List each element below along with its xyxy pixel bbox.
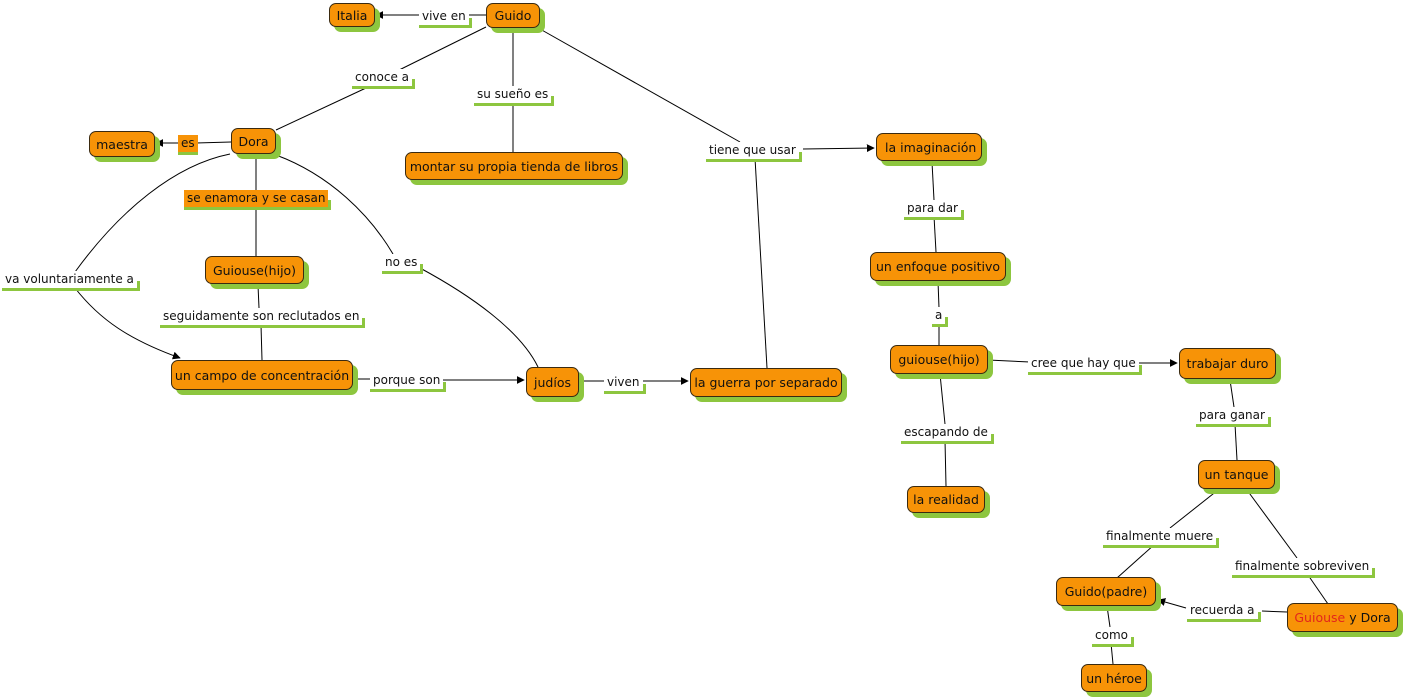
- link-a[interactable]: a: [932, 307, 949, 327]
- node-enfoque[interactable]: un enfoque positivo: [870, 252, 1006, 281]
- link-viven[interactable]: viven: [604, 374, 646, 394]
- node-guiouse-dora[interactable]: Guiouse y Dora: [1287, 603, 1398, 632]
- link-conoce-a[interactable]: conoce a: [352, 69, 416, 89]
- node-guerra[interactable]: la guerra por separado: [690, 368, 842, 397]
- edge-paraganar-tanque: [1234, 423, 1238, 461]
- edge-dora-noes: [275, 154, 394, 255]
- link-tiene-que-usar[interactable]: tiene que usar: [706, 142, 802, 162]
- link-vive-en[interactable]: vive en: [419, 8, 472, 28]
- edge-hijo-seguidamente: [257, 284, 260, 309]
- link-es[interactable]: es: [178, 135, 198, 155]
- link-como[interactable]: como: [1092, 627, 1134, 647]
- edge-guido-conoce: [384, 26, 487, 78]
- y-dora-text: y Dora: [1345, 610, 1391, 625]
- node-maestra[interactable]: maestra: [89, 131, 155, 157]
- edge-tiene-imaginacion: [802, 144, 875, 153]
- link-para-dar[interactable]: para dar: [904, 200, 964, 220]
- link-para-ganar[interactable]: para ganar: [1196, 407, 1271, 427]
- edge-guiouse-escapando: [939, 373, 946, 425]
- edge-sobreviven-guiousedora: [1307, 574, 1329, 605]
- link-seguidamente[interactable]: seguidamente son reclutados en: [160, 308, 366, 328]
- link-cree-que[interactable]: cree que hay que: [1028, 355, 1142, 375]
- node-tienda[interactable]: montar su propia tienda de libros: [405, 152, 623, 180]
- guiouse-name: Guiouse: [1294, 610, 1346, 625]
- node-guido[interactable]: Guido: [486, 3, 540, 28]
- link-finalmente-sobreviven[interactable]: finalmente sobreviven: [1232, 558, 1376, 578]
- node-tanque[interactable]: un tanque: [1198, 460, 1275, 489]
- node-realidad[interactable]: la realidad: [907, 486, 985, 513]
- edge-voluntariamente-campo: [74, 287, 181, 360]
- edge-dora-es: [195, 141, 232, 144]
- edge-dora-voluntariamente: [74, 153, 231, 273]
- edge-noes-judios: [419, 267, 539, 368]
- link-no-es[interactable]: no es: [382, 254, 424, 274]
- edge-padre-como: [1106, 605, 1111, 628]
- edge-enfoque-a: [937, 280, 940, 309]
- edge-guiouse-cree: [987, 359, 1031, 363]
- edge-paradar-enfoque: [933, 215, 937, 253]
- edge-tanque-sobreviven: [1246, 489, 1298, 559]
- edge-conoce-dora: [275, 87, 367, 131]
- link-va-voluntariamente[interactable]: va voluntariamente a: [2, 271, 140, 291]
- link-finalmente-muere[interactable]: finalmente muere: [1103, 528, 1220, 548]
- node-campo[interactable]: un campo de concentración: [171, 360, 353, 390]
- edge-trabajar-paraganar: [1229, 379, 1235, 408]
- edge-recuerda-padre: [1157, 598, 1187, 609]
- edge-guiousedora-recuerda: [1261, 610, 1288, 613]
- node-dora[interactable]: Dora: [231, 128, 276, 154]
- node-judios[interactable]: judíos: [526, 367, 579, 397]
- node-italia[interactable]: Italia: [329, 3, 375, 27]
- node-guido-padre[interactable]: Guido(padre): [1056, 577, 1156, 606]
- edge-guido-tiene: [539, 28, 741, 143]
- edge-escapando-realidad: [944, 439, 947, 487]
- edge-imaginacion-paradar: [931, 161, 935, 201]
- link-su-sueno[interactable]: su sueño es: [474, 86, 555, 106]
- edge-muere-padre: [1116, 543, 1156, 579]
- link-porque-son[interactable]: porque son: [370, 372, 447, 392]
- link-recuerda-a[interactable]: recuerda a: [1187, 602, 1260, 622]
- node-heroe[interactable]: un héroe: [1081, 664, 1147, 692]
- link-escapando-de[interactable]: escapando de: [901, 424, 994, 444]
- node-imaginacion[interactable]: la imaginación: [876, 133, 982, 161]
- node-guiouse-hijo[interactable]: guiouse(hijo): [890, 345, 988, 374]
- node-trabajar[interactable]: trabajar duro: [1179, 348, 1276, 379]
- edge-seguidamente-campo: [260, 324, 263, 361]
- edge-tiene-guerra: [754, 157, 768, 369]
- link-se-enamora[interactable]: se enamora y se casan: [184, 190, 332, 210]
- node-hijo[interactable]: Guiouse(hijo): [205, 256, 304, 284]
- edge-tanque-muere: [1169, 489, 1219, 529]
